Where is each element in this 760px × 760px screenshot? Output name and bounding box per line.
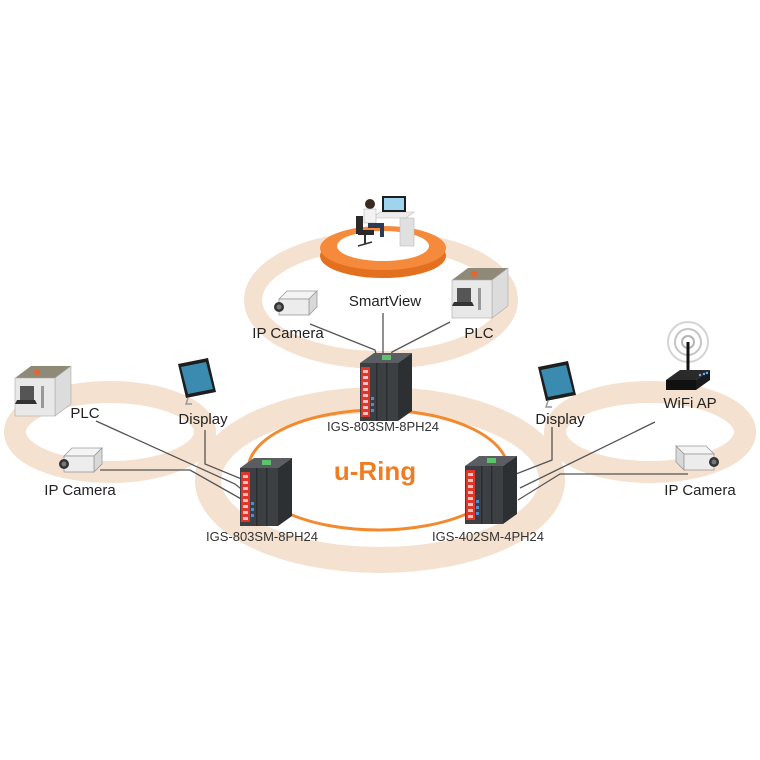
wifi-router-icon <box>666 321 710 390</box>
plc-icon <box>14 365 72 417</box>
right-display-label: Display <box>535 411 585 428</box>
smartview-label: SmartView <box>349 293 421 310</box>
right-camera-label: IP Camera <box>664 482 736 499</box>
ip-camera-icon <box>273 290 318 316</box>
switch-top-model: IGS-803SM-8PH24 <box>327 419 439 434</box>
wifi-ap-label: WiFi AP <box>663 395 716 412</box>
switch-left-model: IGS-803SM-8PH24 <box>206 529 318 544</box>
switch-right-model: IGS-402SM-4PH24 <box>432 529 544 544</box>
top-plc-label: PLC <box>464 325 493 342</box>
switch-left[interactable] <box>240 458 292 526</box>
switch-top[interactable] <box>360 353 412 421</box>
ip-camera-icon <box>58 447 103 473</box>
smartview-platform <box>320 226 446 278</box>
ip-camera-icon <box>675 445 720 471</box>
operator-workstation-icon <box>356 196 415 247</box>
plc-icon <box>451 267 509 319</box>
left-camera-label: IP Camera <box>44 482 116 499</box>
left-display-label: Display <box>178 411 228 428</box>
switch-right[interactable] <box>465 456 517 524</box>
left-plc-label: PLC <box>70 405 99 422</box>
right-group-ring <box>544 381 756 483</box>
u-ring-label: u-Ring <box>334 456 416 486</box>
top-camera-label: IP Camera <box>252 325 324 342</box>
